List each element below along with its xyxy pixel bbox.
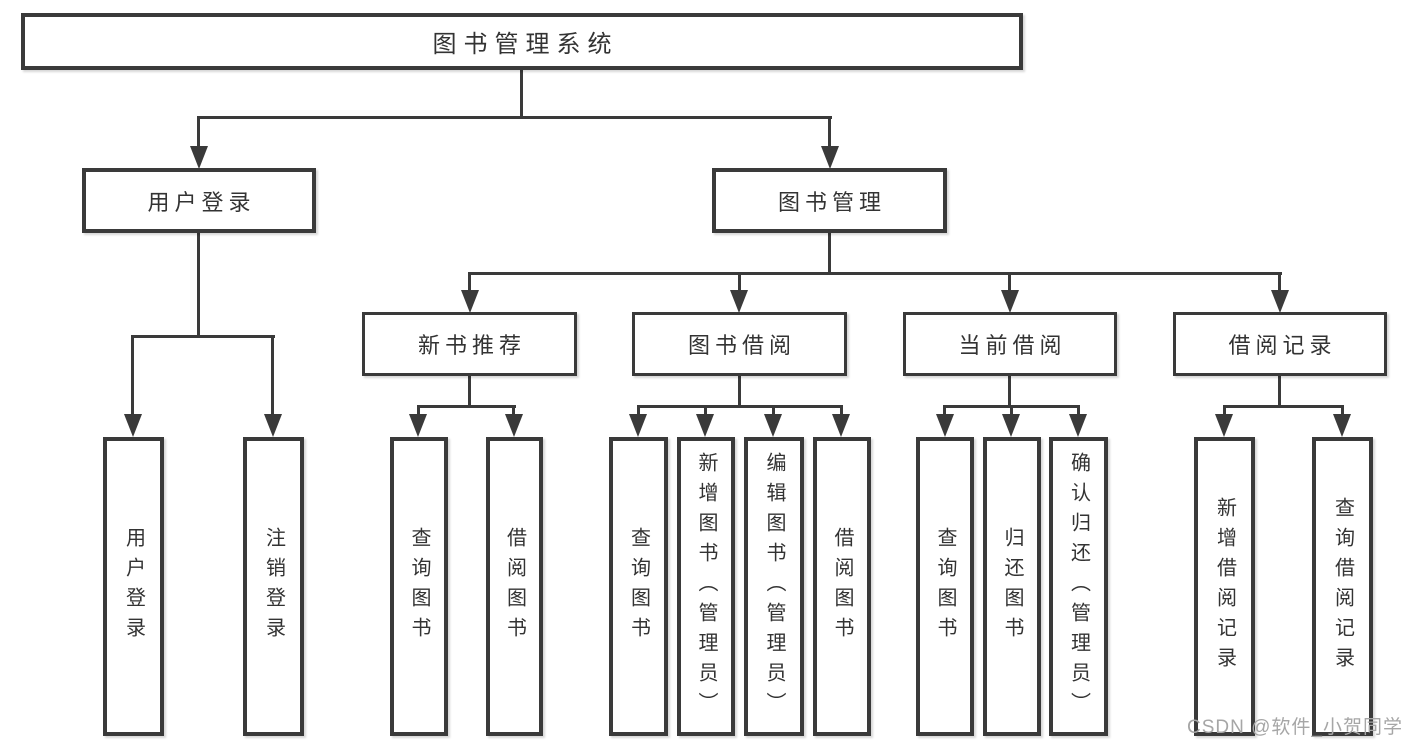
arrow-down-icon [1215, 414, 1233, 437]
node-new-book-recommend-label: 新书推荐 [417, 333, 526, 358]
connector-line [738, 376, 741, 407]
leaf-logout: 注销登录 [243, 437, 304, 736]
leaf-br-query-record-label: 查询借阅记录 [1331, 496, 1354, 677]
arrow-down-icon [124, 414, 142, 437]
leaf-br-add-record: 新增借阅记录 [1194, 437, 1255, 736]
arrow-down-icon [1002, 414, 1020, 437]
arrow-down-icon [409, 414, 427, 437]
connector-line [1010, 407, 1013, 417]
leaf-bb-query-books: 查询图书 [609, 437, 668, 736]
leaf-bb-edit-books-admin-label: 编辑图书（管理员） [763, 451, 785, 722]
arrow-down-icon [696, 414, 714, 437]
connector-line [197, 233, 200, 337]
leaf-bb-query-books-label: 查询图书 [627, 526, 650, 647]
connector-line [131, 335, 275, 338]
arrow-down-icon [1001, 290, 1019, 313]
connector-line [1223, 407, 1226, 417]
node-borrow-records: 借阅记录 [1173, 312, 1387, 376]
arrow-down-icon [1271, 290, 1289, 313]
arrow-down-icon [936, 414, 954, 437]
connector-line [1008, 376, 1011, 407]
connector-line [520, 69, 523, 118]
arrow-down-icon [1069, 414, 1087, 437]
arrow-down-icon [730, 290, 748, 313]
connector-line [131, 337, 134, 417]
arrow-down-icon [505, 414, 523, 437]
connector-line [637, 407, 640, 417]
node-new-book-recommend: 新书推荐 [362, 312, 577, 376]
connector-line [772, 407, 775, 417]
connector-line [1077, 407, 1080, 417]
arrow-down-icon [190, 146, 208, 169]
leaf-logout-label: 注销登录 [262, 526, 285, 647]
connector-line [512, 407, 515, 417]
connector-line [417, 407, 420, 417]
leaf-cb-query-books-label: 查询图书 [934, 526, 956, 647]
leaf-bb-edit-books-admin: 编辑图书（管理员） [744, 437, 804, 736]
connector-line [468, 274, 471, 293]
connector-line [271, 337, 274, 417]
connector-line [943, 405, 1080, 408]
connector-line [828, 118, 831, 150]
connector-line [738, 274, 741, 293]
leaf-nb-query-books-label: 查询图书 [408, 526, 430, 647]
leaf-nb-query-books: 查询图书 [390, 437, 448, 736]
connector-line [828, 233, 831, 274]
connector-line [197, 118, 200, 150]
leaf-bb-add-books-admin: 新增图书（管理员） [677, 437, 735, 736]
connector-line [468, 376, 471, 407]
connector-line [1278, 274, 1281, 293]
leaf-bb-borrow-books: 借阅图书 [813, 437, 871, 736]
node-current-borrow: 当前借阅 [903, 312, 1117, 376]
leaf-user-login: 用户登录 [103, 437, 164, 736]
node-user-login: 用户登录 [82, 168, 316, 233]
leaf-user-login-label: 用户登录 [122, 526, 145, 647]
node-book-management-label: 图书管理 [777, 189, 886, 215]
node-borrow-records-label: 借阅记录 [1228, 333, 1337, 358]
connector-line [1341, 407, 1344, 417]
node-root-label: 图书管理系统 [432, 31, 619, 58]
leaf-cb-return-books-label: 归还图书 [1001, 526, 1023, 647]
node-book-borrow: 图书借阅 [632, 312, 847, 376]
leaf-bb-add-books-admin-label: 新增图书（管理员） [695, 451, 717, 722]
leaf-cb-confirm-return-admin: 确认归还（管理员） [1049, 437, 1108, 736]
connector-line [704, 407, 707, 417]
leaf-br-add-record-label: 新增借阅记录 [1213, 496, 1236, 677]
node-user-login-label: 用户登录 [147, 189, 256, 215]
node-current-borrow-label: 当前借阅 [958, 333, 1067, 358]
connector-line [468, 272, 1282, 275]
leaf-br-query-record: 查询借阅记录 [1312, 437, 1373, 736]
arrow-down-icon [264, 414, 282, 437]
watermark: CSDN @软件_小贺同学 [1187, 717, 1403, 738]
node-book-borrow-label: 图书借阅 [687, 333, 796, 358]
connector-line [1223, 405, 1344, 408]
leaf-cb-confirm-return-admin-label: 确认归还（管理员） [1067, 451, 1090, 722]
leaf-nb-borrow-books-label: 借阅图书 [503, 526, 526, 647]
leaf-bb-borrow-books-label: 借阅图书 [831, 526, 853, 647]
leaf-cb-query-books: 查询图书 [916, 437, 974, 736]
connector-line [1278, 376, 1281, 407]
connector-line [637, 405, 843, 408]
node-root: 图书管理系统 [21, 13, 1023, 70]
leaf-nb-borrow-books: 借阅图书 [486, 437, 543, 736]
connector-line [197, 116, 832, 119]
connector-line [943, 407, 946, 417]
connector-line [417, 405, 516, 408]
connector-line [1008, 274, 1011, 293]
arrow-down-icon [821, 146, 839, 169]
arrow-down-icon [832, 414, 850, 437]
arrow-down-icon [764, 414, 782, 437]
node-book-management: 图书管理 [712, 168, 947, 233]
arrow-down-icon [1333, 414, 1351, 437]
connector-line [840, 407, 843, 417]
arrow-down-icon [629, 414, 647, 437]
arrow-down-icon [461, 290, 479, 313]
leaf-cb-return-books: 归还图书 [983, 437, 1041, 736]
